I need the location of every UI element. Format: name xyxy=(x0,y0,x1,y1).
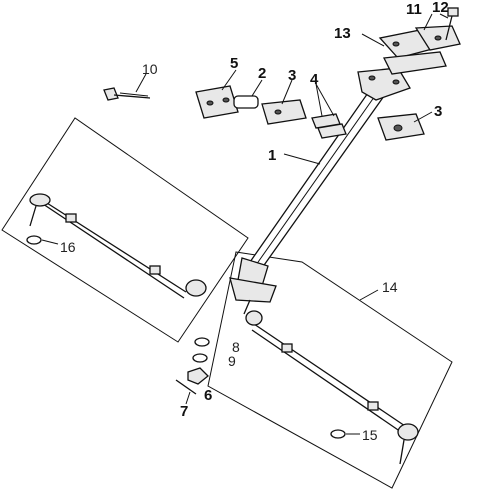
left-washer xyxy=(26,235,42,245)
right-washer xyxy=(330,429,346,439)
right-tie-rod xyxy=(245,310,419,465)
cotter-pin xyxy=(175,379,197,395)
shim-plates xyxy=(311,113,347,139)
washer-9 xyxy=(192,353,208,363)
callout-3-left: 3 xyxy=(288,67,296,84)
bushing xyxy=(233,95,259,109)
callout-9: 9 xyxy=(228,353,236,369)
callout-5: 5 xyxy=(230,55,238,72)
castle-nut xyxy=(187,367,209,385)
bracket-half-right xyxy=(377,113,425,141)
callout-3-right: 3 xyxy=(434,103,442,120)
callout-7: 7 xyxy=(180,403,188,420)
left-tie-rod-group-box xyxy=(1,117,249,343)
clamp-bolt xyxy=(445,7,459,41)
bracket-half-left xyxy=(261,99,307,125)
right-tie-rod-group-box xyxy=(207,251,453,489)
callout-2: 2 xyxy=(258,65,266,82)
callout-4: 4 xyxy=(310,71,319,88)
leader-lines xyxy=(41,13,449,435)
callout-14: 14 xyxy=(382,279,398,295)
callout-12: 12 xyxy=(432,0,449,16)
callout-8: 8 xyxy=(232,339,240,355)
callout-10: 10 xyxy=(142,61,158,77)
callout-1: 1 xyxy=(268,147,276,164)
callout-16: 16 xyxy=(60,239,76,255)
callout-15: 15 xyxy=(362,427,378,443)
long-bolt xyxy=(103,87,151,101)
left-tie-rod xyxy=(29,193,207,299)
callout-6: 6 xyxy=(204,387,212,404)
callout-11: 11 xyxy=(406,1,422,18)
lower-bracket-plate xyxy=(195,85,239,119)
callout-13: 13 xyxy=(334,25,351,42)
upper-clamp-assembly xyxy=(378,25,461,75)
washer-8 xyxy=(194,337,210,347)
steering-column-shaft xyxy=(229,67,411,315)
